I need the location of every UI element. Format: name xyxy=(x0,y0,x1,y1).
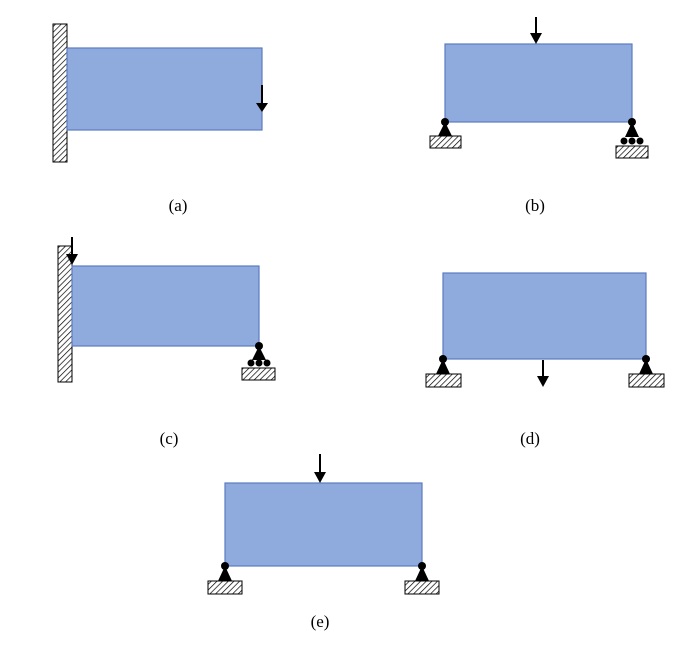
panel-e: (e) xyxy=(207,454,440,631)
pin-support xyxy=(628,355,665,388)
pin-support xyxy=(429,118,462,149)
beam xyxy=(444,43,633,123)
panel-d: (d) xyxy=(425,272,665,448)
panel-c: (c) xyxy=(57,237,276,448)
panel-label: (a) xyxy=(169,196,188,215)
fixed-wall-support xyxy=(52,23,68,163)
panel-label: (e) xyxy=(311,612,330,631)
panel-b: (b) xyxy=(429,17,649,215)
point-load-arrow xyxy=(314,454,326,483)
pin-support xyxy=(425,355,462,388)
point-load-arrow xyxy=(66,237,78,265)
beam xyxy=(224,482,423,567)
pin-support xyxy=(404,562,440,595)
roller-support xyxy=(615,118,649,159)
roller-support xyxy=(241,342,276,381)
beam xyxy=(71,265,260,347)
fixed-wall-support xyxy=(57,245,73,383)
point-load-arrow xyxy=(530,17,542,44)
beam xyxy=(66,47,263,131)
point-load-arrow xyxy=(256,85,268,112)
point-load-arrow xyxy=(537,360,549,387)
panel-a: (a) xyxy=(52,23,268,215)
beam xyxy=(442,272,647,360)
pin-support xyxy=(207,562,243,595)
panel-label: (b) xyxy=(525,196,545,215)
panel-label: (d) xyxy=(520,429,540,448)
panel-label: (c) xyxy=(160,429,179,448)
